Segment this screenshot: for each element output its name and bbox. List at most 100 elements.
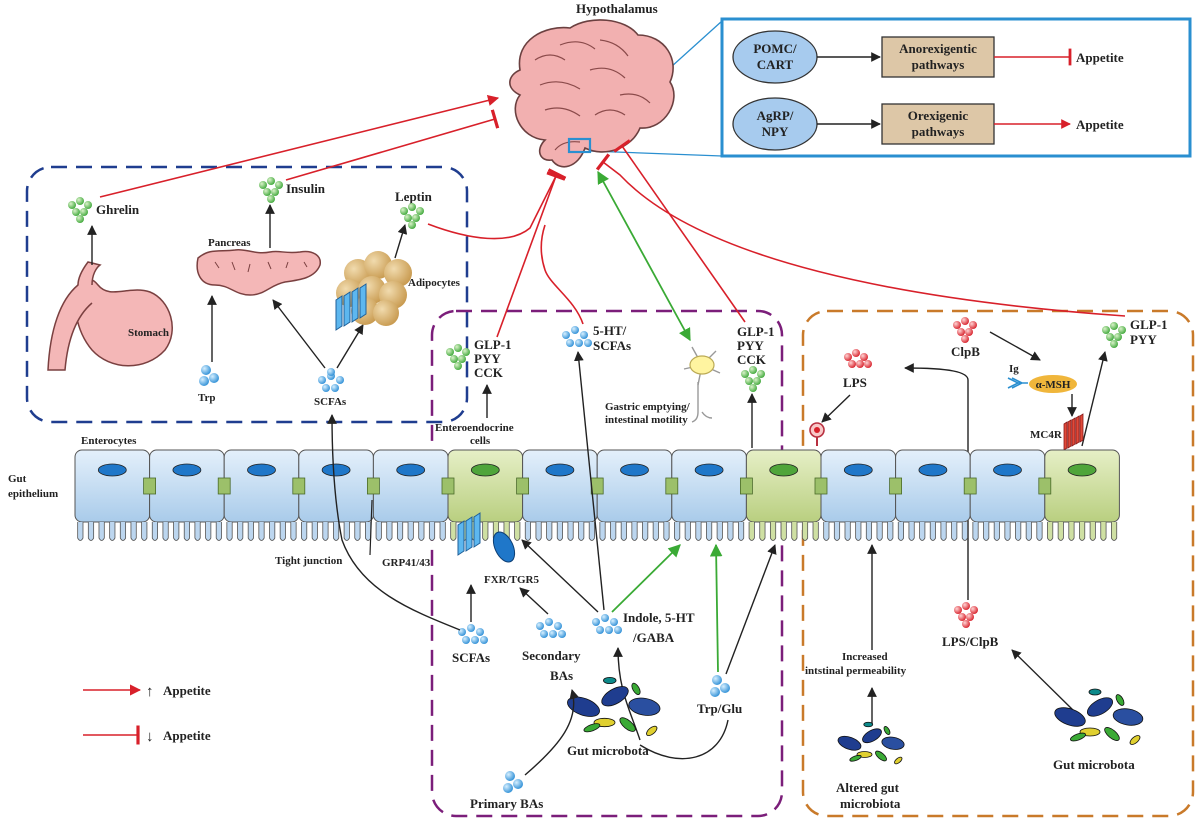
enterocytes-label: Enterocytes <box>81 435 137 447</box>
enterocyte-cell <box>74 449 151 541</box>
enteroendocrine-label-1: Enteroendocrine <box>435 422 514 434</box>
gut-epithelium <box>74 449 1120 541</box>
bacterium-icon <box>1115 694 1125 706</box>
tight-junction <box>740 477 753 495</box>
tight-junction <box>516 477 529 495</box>
ht-scfas-dots <box>562 326 592 347</box>
clpb-to-amsh-arrow <box>989 331 1041 361</box>
ht-scfas-label-2: SCFAs <box>593 338 631 353</box>
trpglu-dots <box>710 675 730 697</box>
indole-label-1: Indole, 5-HT <box>623 610 695 625</box>
scfas-endocrine-label: SCFAs <box>314 396 347 408</box>
bacterium-icon <box>875 750 887 762</box>
scfas-gut-dots <box>458 624 488 644</box>
pomc-node: POMC/ CART <box>732 30 818 84</box>
increased-permeability-label-1: Increased <box>842 651 888 663</box>
bacterium-icon <box>1086 697 1114 717</box>
indole-to-5ht-arrow <box>574 351 605 611</box>
svg-text:Orexigenic: Orexigenic <box>908 108 969 123</box>
trpglu-label: Trp/Glu <box>697 701 742 716</box>
neuron-icon <box>683 346 721 423</box>
enterocyte-cell <box>895 449 971 541</box>
cck-left-label: CCK <box>474 365 504 380</box>
agrp-node: AgRP/ NPY <box>732 97 818 151</box>
tight-junction <box>143 477 157 495</box>
secondary-bas-to-fxr-arrow <box>519 587 549 615</box>
scfas-to-adipocytes-arrow <box>336 324 364 369</box>
pancreas-label: Pancreas <box>208 237 251 249</box>
secondary-bas-label-2: BAs <box>550 668 573 683</box>
tight-junction <box>217 477 231 495</box>
tight-junction <box>665 477 679 495</box>
bacterium-icon <box>619 717 636 732</box>
leptin-inhibit-brain-line <box>427 168 567 240</box>
bacterium-icon <box>583 723 601 733</box>
legend-stimulate-label: Appetite <box>163 683 211 698</box>
svg-text:CART: CART <box>757 57 794 72</box>
enteroendocrine-label-2: cells <box>470 435 491 447</box>
enterocyte-cell <box>298 449 374 541</box>
lps-to-receptor-arrow <box>821 394 851 423</box>
scfas-gut-label: SCFAs <box>452 650 490 665</box>
mc4r-label: MC4R <box>1030 429 1063 441</box>
ghrelin-dots <box>68 197 92 223</box>
trp-label: Trp <box>198 392 216 404</box>
bacterium-icon <box>1112 708 1144 726</box>
bacterium-icon <box>601 686 629 707</box>
ig-label: Ig <box>1009 363 1019 375</box>
grp-label: GRP41/43 <box>382 557 431 569</box>
stomach-label: Stomach <box>128 327 169 339</box>
primary-bas-label: Primary BAs <box>470 796 543 811</box>
inset-callout-line-bottom <box>588 150 723 157</box>
fxr-label: FXR/TGR5 <box>484 574 540 586</box>
bacterium-icon <box>883 726 891 735</box>
pyy-left-label: PYY <box>474 351 501 366</box>
insulin-inhibit-brain-line <box>285 109 500 181</box>
altered-microbiota-label-2: microbiota <box>840 796 901 811</box>
clpb-label: ClpB <box>951 344 980 359</box>
bacterium-icon <box>1054 707 1086 727</box>
bacterium-icon <box>863 721 874 728</box>
trp-dots <box>199 365 219 386</box>
svg-text:pathways: pathways <box>912 124 965 139</box>
adipocytes-to-leptin-arrow <box>394 224 408 259</box>
hypothalamus-marker <box>567 137 592 154</box>
permeability-to-lps-arrow <box>904 363 969 600</box>
pyy-right-label: PYY <box>737 338 764 353</box>
pyy-far-right-label: PYY <box>1130 332 1157 347</box>
tight-junction <box>963 477 977 495</box>
hypothalamus-title: Hypothalamus <box>576 1 658 16</box>
antibody-icon <box>1007 377 1028 389</box>
trpglu-to-epithelium-green-arrow <box>709 543 723 673</box>
indole-label-2: /GABA <box>632 630 675 645</box>
bacterium-icon <box>628 697 661 716</box>
glp1-left-dots <box>446 344 470 370</box>
lps-dots <box>844 349 872 368</box>
bacterium-icon <box>603 676 617 685</box>
trpglu-to-enteroendocrine-arrow <box>725 544 777 675</box>
primary-bas-dots <box>503 771 523 793</box>
bacterium-icon <box>881 736 905 750</box>
leptin-label: Leptin <box>395 189 433 204</box>
gut-microbiota-right-icon <box>1054 688 1144 745</box>
enterocyte-cell <box>372 449 449 541</box>
bacterium-icon <box>862 728 882 744</box>
indole-to-fxr-arrow <box>521 539 599 613</box>
gut-epithelium-label-2: epithelium <box>8 488 58 500</box>
enterocyte-cell <box>223 449 300 541</box>
lps-clpb-label: LPS/ClpB <box>942 634 999 649</box>
enterocyte-cell <box>149 449 225 541</box>
brain-neuron-bidirectional-arrow <box>597 170 691 342</box>
enterocyte-cell <box>522 449 598 541</box>
bacterium-icon <box>1129 735 1141 745</box>
svg-text:NPY: NPY <box>762 124 789 139</box>
orexigenic-node: Orexigenic pathways <box>881 103 995 145</box>
bacterium-icon <box>837 735 862 751</box>
insulin-label: Insulin <box>286 181 326 196</box>
gastric-label-1: Gastric emptying/ <box>605 401 691 413</box>
clpb-dots <box>953 317 977 343</box>
tight-junction <box>366 477 380 495</box>
svg-text:AgRP/: AgRP/ <box>757 108 794 123</box>
cck-right-label: CCK <box>737 352 767 367</box>
tight-junction <box>441 477 455 495</box>
